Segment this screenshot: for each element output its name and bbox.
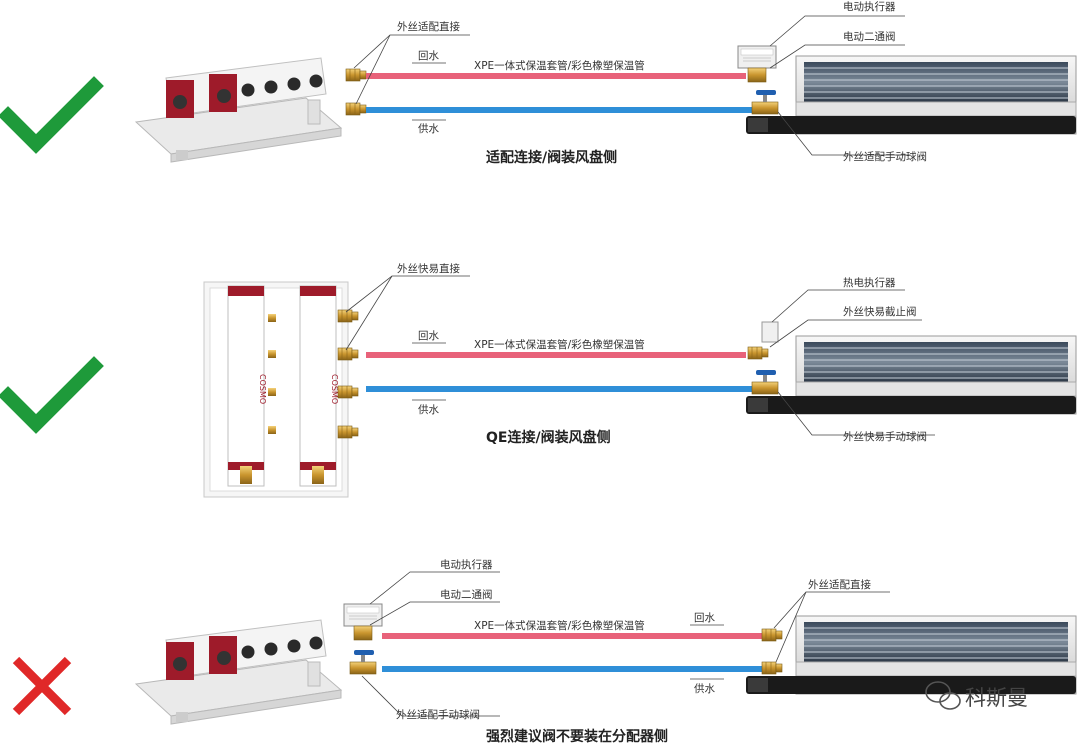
stop-valve — [747, 346, 769, 360]
watermark-text: 科斯曼 — [965, 686, 1028, 710]
fan-coil-unit — [745, 55, 1077, 135]
actuator-label: 热电执行器 — [843, 276, 896, 289]
connector-return — [337, 347, 359, 361]
supply-pipe — [366, 107, 756, 113]
watermark: 科斯曼 — [925, 681, 1028, 710]
ball-valve-label: 外丝适配手动球阀 — [843, 150, 927, 163]
connector-return — [761, 628, 783, 642]
brand-label: COSMO — [258, 374, 267, 404]
fan-coil-unit — [745, 335, 1077, 415]
connector — [337, 309, 359, 323]
connector-supply — [337, 385, 359, 399]
connector — [337, 425, 359, 439]
connector-supply — [761, 661, 783, 675]
supply-label: 供水 — [418, 122, 439, 135]
valve-label: 电动二通阀 — [440, 588, 493, 601]
return-label: 回水 — [694, 612, 715, 624]
ball-valve — [751, 89, 779, 115]
manifold — [135, 57, 342, 163]
electric-actuator — [343, 603, 383, 641]
left-connector-label: 外丝适配直接 — [397, 20, 460, 33]
return-pipe — [382, 633, 762, 639]
pipe-label: XPE一体式保温套管/彩色橡塑保温管 — [474, 338, 645, 351]
ball-valve-label: 外丝适配手动球阀 — [396, 708, 480, 721]
caption: 强烈建议阀不要装在分配器侧 — [486, 728, 668, 745]
return-label: 回水 — [418, 50, 439, 62]
actuator-label: 电动执行器 — [440, 558, 493, 571]
left-connector-label: 外丝快易直接 — [397, 262, 460, 275]
manifold-box: COSMO COSMO — [203, 281, 349, 498]
supply-label: 供水 — [418, 403, 439, 416]
caption: 适配连接/阀装风盘侧 — [486, 149, 617, 166]
valve-label: 外丝快易截止阀 — [843, 305, 917, 318]
supply-pipe — [366, 386, 756, 392]
row-2: COSMO COSMO 外丝快易直接 — [8, 262, 1077, 498]
ball-valve — [751, 369, 779, 395]
return-pipe — [366, 352, 746, 358]
supply-label: 供水 — [694, 682, 715, 695]
valve-label: 电动二通阀 — [843, 30, 896, 43]
return-label: 回水 — [418, 330, 439, 342]
ball-valve — [349, 649, 377, 675]
thermal-actuator — [761, 321, 779, 343]
row-1: 外丝适配直接 回水 供水 XPE一体式保温套管/彩色橡塑保温管 电动执行器 电动… — [8, 0, 1077, 166]
ball-valve-label: 外丝快易手动球阀 — [843, 430, 927, 443]
caption: QE连接/阀装风盘侧 — [486, 429, 611, 446]
connector-supply — [345, 102, 367, 116]
actuator-label: 电动执行器 — [843, 0, 896, 13]
right-connector-label: 外丝适配直接 — [808, 578, 871, 591]
pipe-label: XPE一体式保温套管/彩色橡塑保温管 — [474, 619, 645, 632]
supply-pipe — [382, 666, 764, 672]
connector-return — [345, 68, 367, 82]
manifold — [135, 619, 342, 725]
row-3: 电动执行器 电动二通阀 外丝适配手动球阀 外丝适配直接 回水 供水 XPE一体式… — [16, 558, 1077, 745]
return-pipe — [366, 73, 746, 79]
brand-label: COSMO — [330, 374, 339, 404]
check-mark-icon — [8, 86, 94, 144]
fan-coil-unit — [745, 615, 1077, 695]
pipe-label: XPE一体式保温套管/彩色橡塑保温管 — [474, 59, 645, 72]
check-mark-icon — [8, 366, 94, 424]
cross-mark-icon — [16, 660, 68, 712]
wechat-icon — [925, 681, 961, 710]
